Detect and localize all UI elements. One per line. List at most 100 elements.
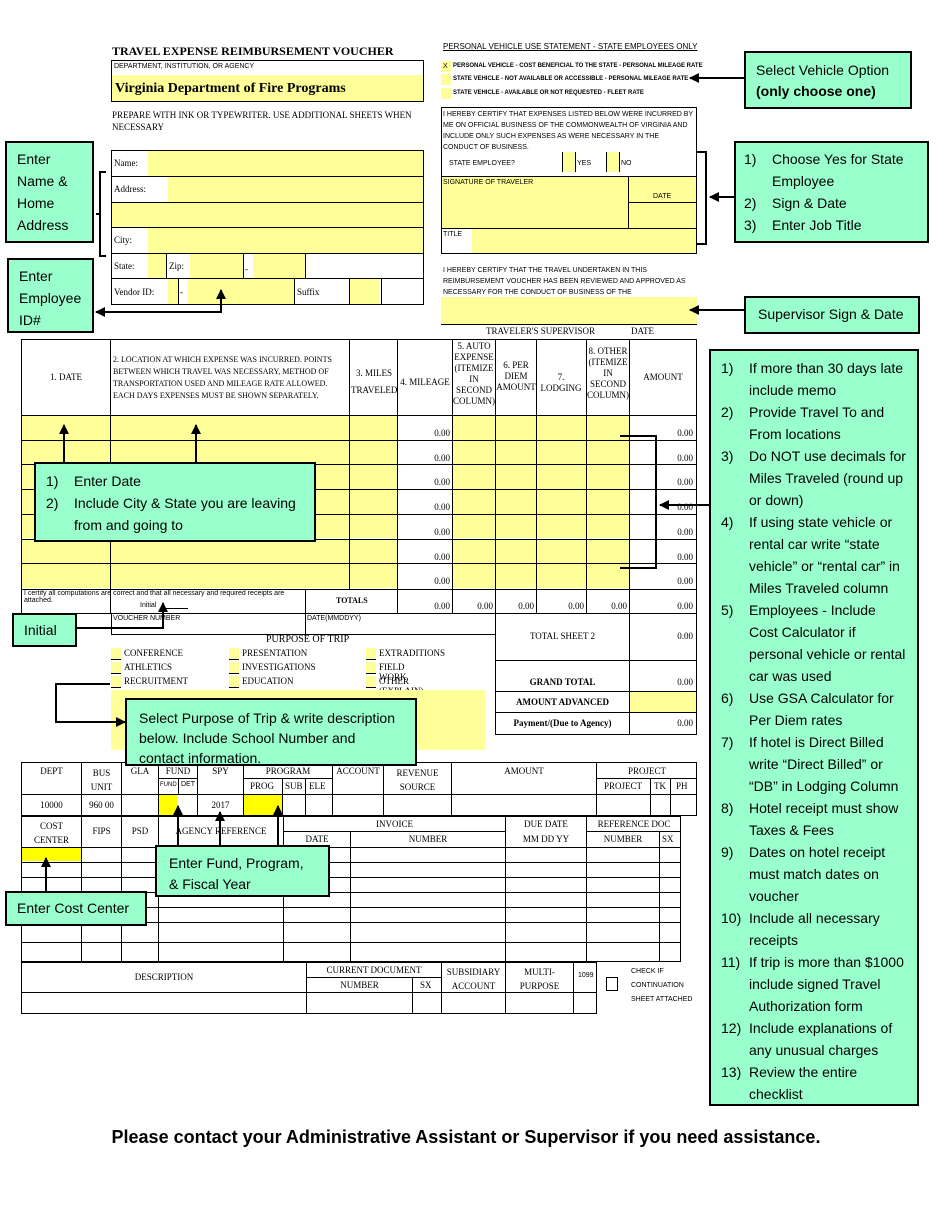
expense-cell[interactable] [22, 564, 110, 588]
expense-cell[interactable] [537, 539, 586, 564]
acc-gla: GLA [130, 766, 150, 776]
expense-cell[interactable] [496, 416, 536, 440]
total-sheet2-label: TOTAL SHEET 2 [529, 631, 596, 641]
expense-cell[interactable] [537, 564, 586, 588]
col-auto-header: 5. AUTO EXPENSE (ITEMIZE IN SECOND COLUM… [453, 341, 495, 406]
vendor-field-1[interactable] [168, 279, 178, 304]
city-field[interactable] [148, 228, 423, 253]
signature-label: SIGNATURE OF TRAVELER [443, 179, 534, 186]
expense-cell[interactable] [453, 490, 495, 514]
total-sheet2-value: 0.00 [677, 631, 693, 641]
purpose-checkbox[interactable] [229, 676, 239, 688]
expense-cell[interactable] [453, 564, 495, 588]
inv-due-date: DUE DATE [524, 819, 568, 829]
vendor-field-2[interactable] [188, 279, 294, 304]
vendor-label: Vendor ID: [114, 287, 155, 297]
total-mileage: 0.00 [434, 601, 450, 611]
expense-cell[interactable] [587, 514, 629, 539]
purpose-checkbox[interactable] [229, 662, 239, 674]
inv-invoice: INVOICE [376, 819, 413, 829]
expense-cell[interactable] [587, 465, 629, 490]
fund-field[interactable] [159, 795, 177, 815]
address-field[interactable] [168, 177, 423, 202]
vehicle-opt3-box[interactable] [441, 88, 451, 99]
cost-center-field[interactable] [22, 847, 81, 861]
zip-field[interactable] [190, 254, 243, 278]
expense-cell[interactable] [453, 440, 495, 465]
acc-spy: SPY [212, 766, 229, 776]
supervisor-signature-field[interactable] [441, 297, 697, 324]
expense-cell[interactable] [453, 514, 495, 539]
expense-cell[interactable] [350, 564, 397, 588]
expense-cell[interactable] [350, 440, 397, 465]
desc-multi: MULTI-PURPOSE [506, 965, 573, 993]
callout-purpose: Select Purpose of Trip & write descripti… [125, 698, 417, 766]
purpose-title: PURPOSE OF TRIP [266, 634, 350, 645]
expense-cell[interactable] [537, 416, 586, 440]
list-text: If more than 30 days late include memo [749, 360, 904, 398]
address-field-2[interactable] [112, 203, 423, 227]
expense-cell[interactable] [453, 416, 495, 440]
list-text: Include explanations of any unusual char… [749, 1020, 893, 1058]
list-item: 1)If more than 30 days late include memo [721, 357, 907, 401]
purpose-checkbox[interactable] [366, 676, 376, 688]
name-field[interactable] [148, 151, 423, 176]
expense-cell[interactable] [587, 564, 629, 588]
expense-cell[interactable] [537, 465, 586, 490]
amount-advanced-field[interactable] [630, 692, 696, 712]
no-checkbox[interactable] [606, 152, 620, 172]
expense-cell[interactable] [587, 539, 629, 564]
vehicle-title: PERSONAL VEHICLE USE STATEMENT - STATE E… [443, 42, 698, 51]
expense-cell[interactable] [111, 564, 349, 588]
expense-cell[interactable] [350, 539, 397, 564]
yes-checkbox[interactable] [562, 152, 576, 172]
vehicle-opt2-box[interactable] [441, 74, 451, 85]
expense-cell[interactable] [537, 490, 586, 514]
expense-cell[interactable] [537, 440, 586, 465]
expense-cell[interactable] [496, 539, 536, 564]
expense-cell[interactable] [496, 490, 536, 514]
purpose-checkbox[interactable] [111, 662, 121, 674]
callout-name-line3: Home [17, 195, 55, 211]
expense-cell[interactable] [587, 490, 629, 514]
line-initial [77, 607, 164, 629]
expense-cell[interactable] [350, 514, 397, 539]
expense-cell[interactable] [350, 490, 397, 514]
expense-cell[interactable] [111, 440, 349, 465]
expense-cell[interactable] [587, 440, 629, 465]
list-text: If using state vehicle or rental car wri… [749, 514, 900, 596]
expense-cell[interactable] [350, 465, 397, 490]
state-field[interactable] [148, 254, 166, 278]
purpose-checkbox[interactable] [366, 648, 376, 660]
program-field[interactable] [244, 795, 282, 815]
expense-cell[interactable] [22, 539, 110, 564]
expense-cell[interactable] [496, 440, 536, 465]
expense-cell[interactable] [453, 539, 495, 564]
title-field[interactable] [472, 229, 696, 253]
expense-cell[interactable] [496, 465, 536, 490]
agency-field[interactable]: Virginia Department of Fire Programs [112, 75, 423, 101]
expense-cell[interactable] [537, 514, 586, 539]
suffix-field[interactable] [350, 279, 380, 304]
callout-name-address: Enter Name & Home Address [5, 141, 94, 243]
expense-cell[interactable] [496, 514, 536, 539]
list-number: 3) [744, 217, 757, 233]
expense-cell[interactable] [587, 416, 629, 440]
purpose-checkbox[interactable] [366, 662, 376, 674]
purpose-checkbox[interactable] [111, 648, 121, 660]
expense-cell[interactable] [453, 465, 495, 490]
expense-cell[interactable] [496, 564, 536, 588]
vehicle-opt1-box[interactable] [441, 61, 451, 72]
expense-cell[interactable] [111, 539, 349, 564]
expense-cell[interactable] [22, 440, 110, 465]
desc-account-text: ACCOUNT [451, 981, 496, 991]
expense-cell[interactable] [111, 416, 349, 440]
expense-cell[interactable] [350, 416, 397, 440]
continuation-checkbox[interactable] [606, 977, 618, 991]
purpose-checkbox[interactable] [229, 648, 239, 660]
purpose-checkbox[interactable] [111, 676, 121, 688]
zip4-field[interactable] [253, 254, 305, 278]
acc-tk: TK [654, 781, 666, 791]
list-item: 6)Use GSA Calculator for Per Diem rates [721, 687, 907, 731]
